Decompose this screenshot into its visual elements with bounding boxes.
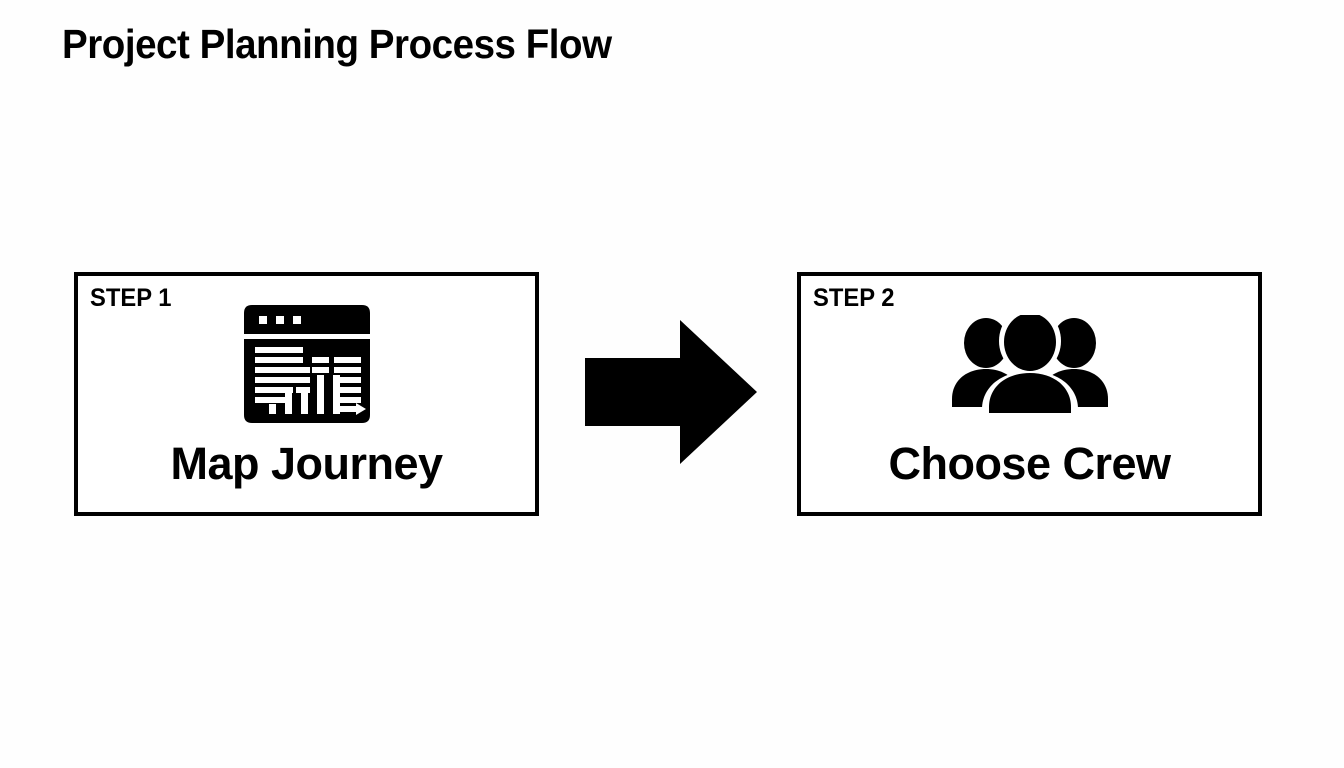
step-1-title: Map Journey <box>170 438 443 489</box>
page-title: Project Planning Process Flow <box>62 21 612 67</box>
process-step-node-1[interactable]: STEP 1 <box>74 272 539 516</box>
right-arrow-icon <box>585 320 757 464</box>
people-group-icon <box>801 304 1258 424</box>
step-2-label: STEP 2 <box>813 284 895 312</box>
gantt-chart-window-icon <box>78 304 535 424</box>
process-step-node-2[interactable]: STEP 2 Choose Crew <box>797 272 1262 516</box>
step-1-label: STEP 1 <box>90 284 172 312</box>
step-2-title: Choose Crew <box>888 438 1171 489</box>
